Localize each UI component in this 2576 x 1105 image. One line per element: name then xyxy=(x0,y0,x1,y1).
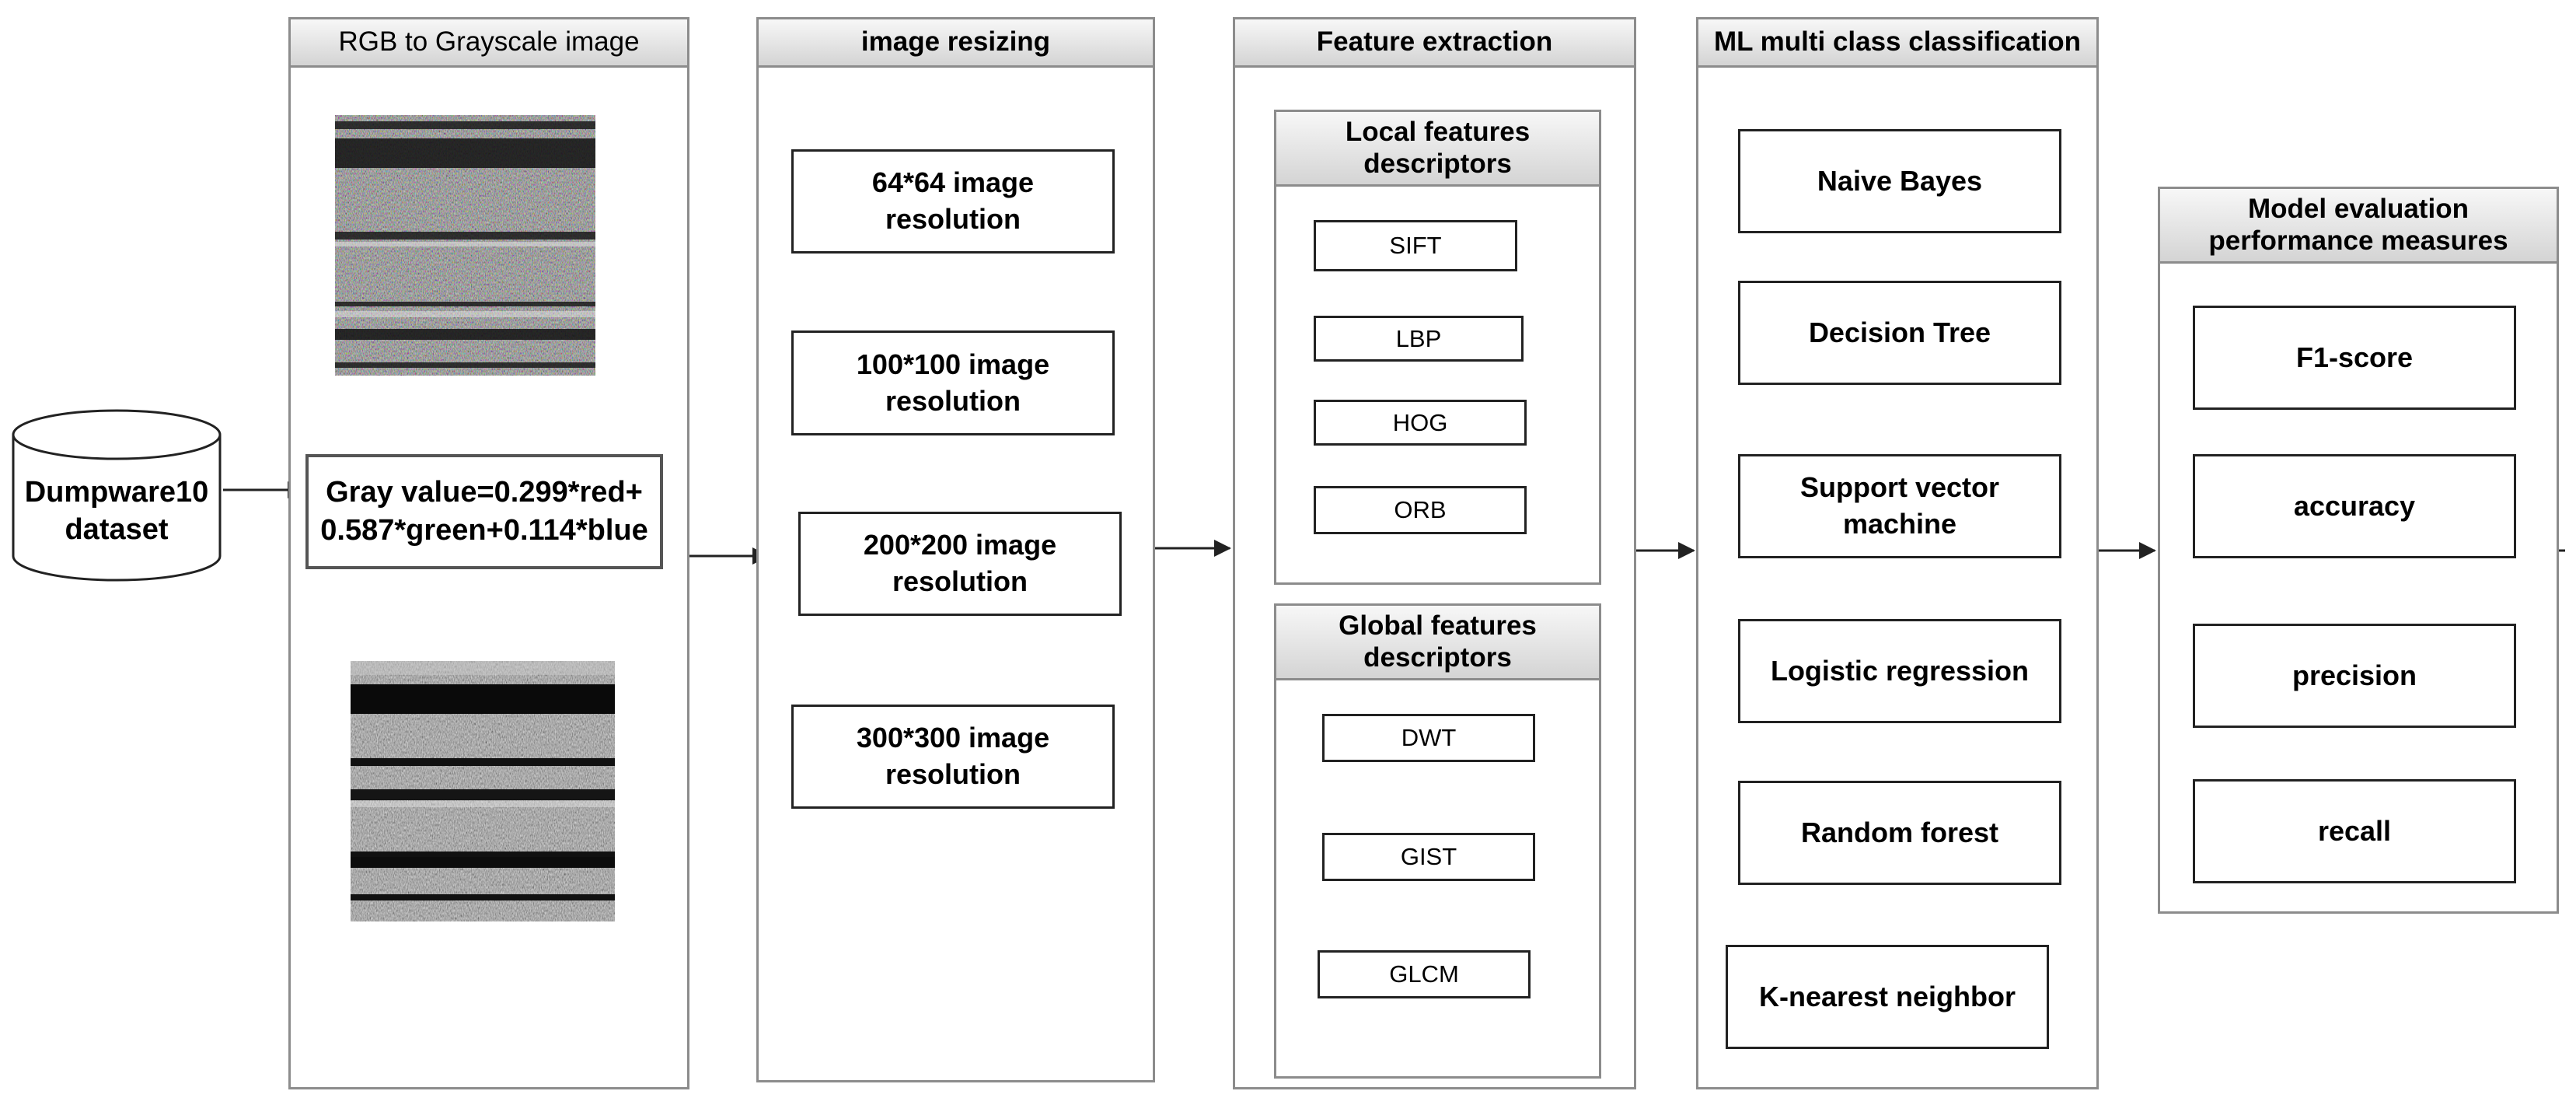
precision-box: precision xyxy=(2193,624,2516,728)
sift-box: SIFT xyxy=(1314,220,1517,271)
grayscale-header: RGB to Grayscale image xyxy=(291,19,687,68)
grayscale-sample-image xyxy=(351,661,615,921)
gist-box: GIST xyxy=(1322,833,1535,881)
hog-box: HOG xyxy=(1314,400,1527,446)
global-features-header: Global features descriptors xyxy=(1276,606,1599,680)
grayscale-formula-box: Gray value=0.299*red+ 0.587*green+0.114*… xyxy=(305,454,663,569)
dataset-label: Dumpware10 dataset xyxy=(24,476,209,546)
resolution-64-box: 64*64 image resolution xyxy=(791,149,1115,254)
glcm-box: GLCM xyxy=(1318,950,1531,998)
decision-tree-box: Decision Tree xyxy=(1738,281,2061,385)
rgb-sample-image xyxy=(335,115,595,376)
dataset-cylinder-icon xyxy=(12,409,222,582)
orb-box: ORB xyxy=(1314,486,1527,534)
f1-score-box: F1-score xyxy=(2193,306,2516,410)
evaluation-header: Model evaluation performance measures xyxy=(2160,189,2557,264)
resolution-100-box: 100*100 image resolution xyxy=(791,330,1115,435)
resolution-200-box: 200*200 image resolution xyxy=(798,512,1122,616)
local-features-header: Local features descriptors xyxy=(1276,112,1599,187)
feature-extraction-header: Feature extraction xyxy=(1235,19,1634,68)
random-forest-box: Random forest xyxy=(1738,781,2061,885)
recall-box: recall xyxy=(2193,779,2516,883)
classification-header: ML multi class classification xyxy=(1698,19,2096,68)
lbp-box: LBP xyxy=(1314,316,1524,362)
resolution-300-box: 300*300 image resolution xyxy=(791,705,1115,809)
logistic-regression-box: Logistic regression xyxy=(1738,619,2061,723)
naive-bayes-box: Naive Bayes xyxy=(1738,129,2061,233)
svm-box: Support vector machine xyxy=(1738,454,2061,558)
resizing-header: image resizing xyxy=(759,19,1153,68)
dwt-box: DWT xyxy=(1322,714,1535,762)
knn-box: K-nearest neighbor xyxy=(1726,945,2049,1049)
accuracy-box: accuracy xyxy=(2193,454,2516,558)
